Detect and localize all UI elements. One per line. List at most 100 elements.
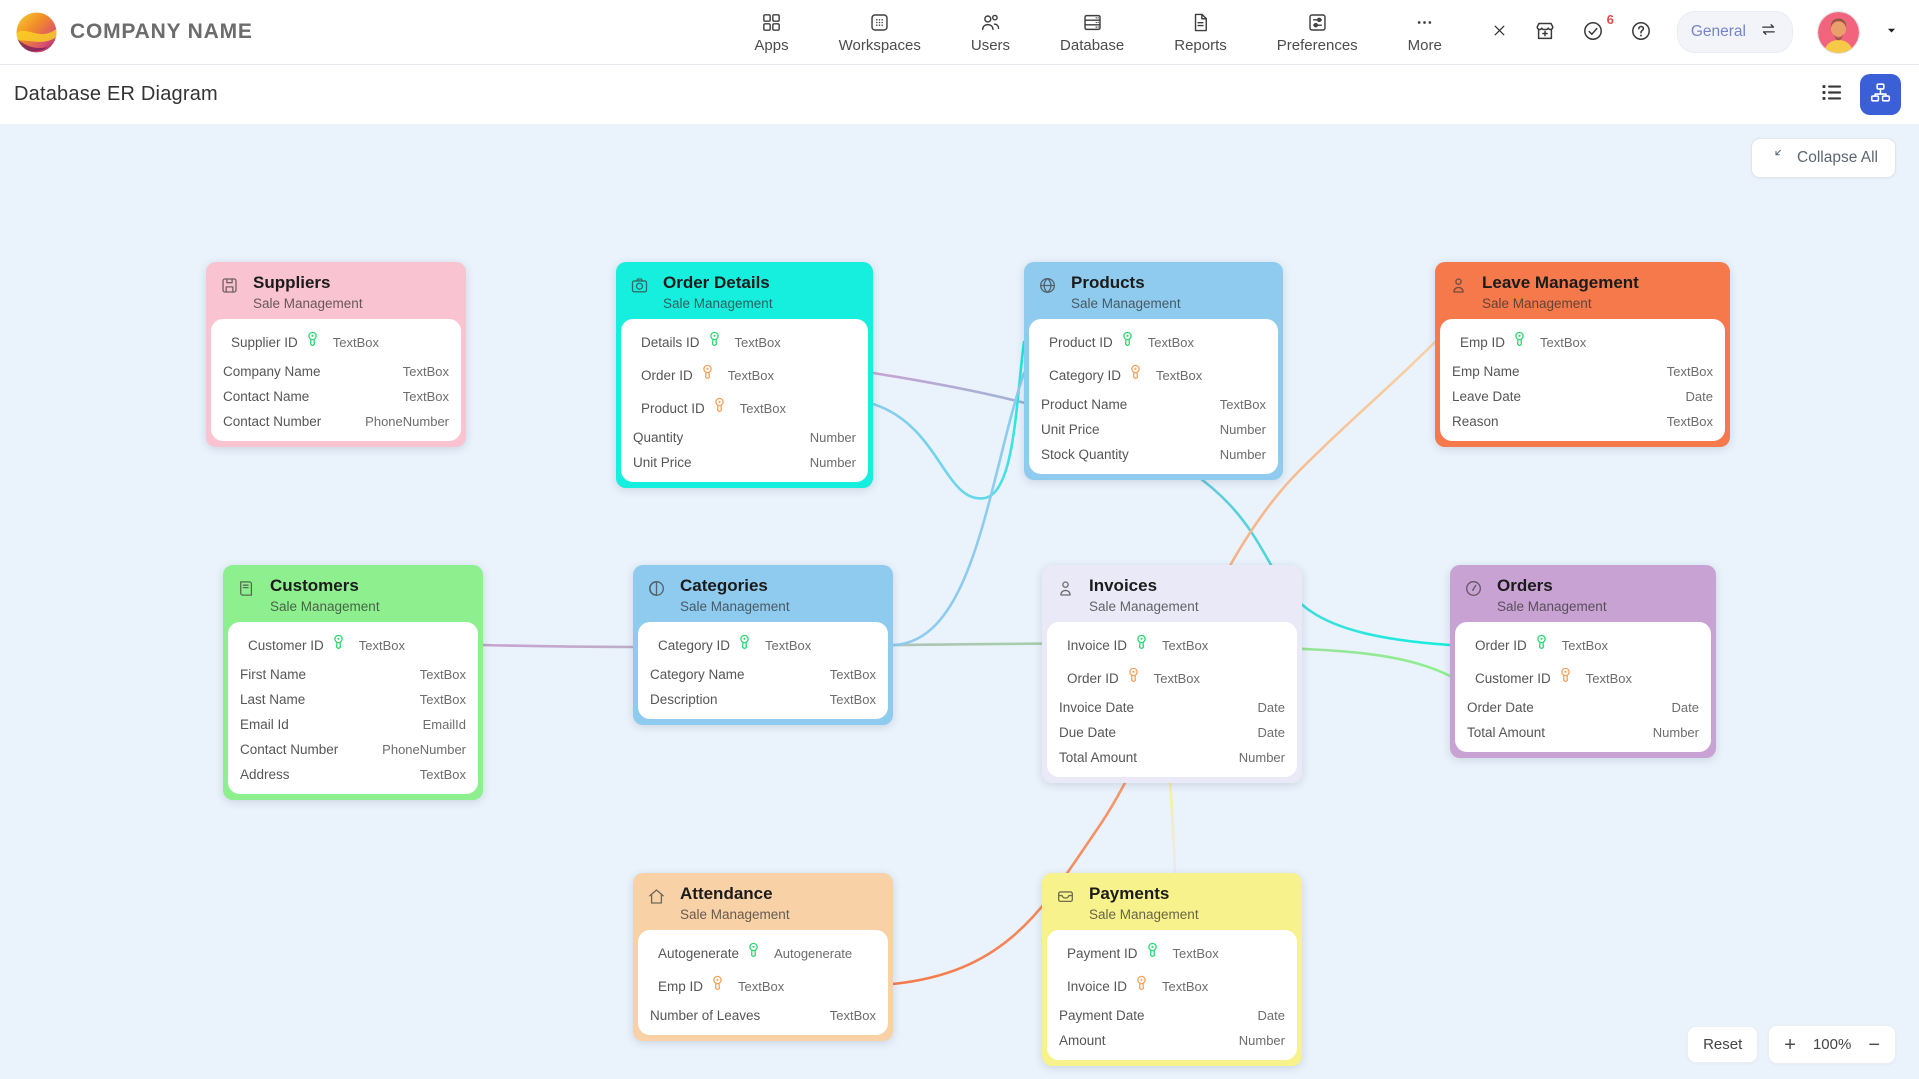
field-row-leave-date: Leave Date Date [1452,384,1713,409]
nav-item-preferences[interactable]: Preferences [1277,11,1358,54]
table-header[interactable]: Leave Management Sale Management [1435,262,1730,319]
table-module: Sale Management [1089,907,1199,922]
user-avatar[interactable] [1817,10,1860,54]
field-label: Unit Price [1041,422,1100,437]
field-label: Company Name [223,364,321,379]
foreign-key-icon [703,975,724,998]
table-title: Categories [680,576,768,595]
field-type: TextBox [734,335,781,350]
field-label: First Name [240,667,307,682]
table-header[interactable]: Payments Sale Management [1042,873,1302,930]
top-navbar: COMPANY NAME Apps Workspaces Users Datab… [0,0,1919,64]
foreign-key-icon [705,397,726,420]
nav-item-users[interactable]: Users [971,11,1010,54]
table-header[interactable]: Products Sale Management [1024,262,1283,319]
workspaces-icon [868,11,891,34]
table-module: Sale Management [1482,296,1592,311]
table-header[interactable]: Customers Sale Management [223,565,483,622]
field-row-order-date: Order Date Date [1467,695,1699,720]
zoom-pill: + 100% − [1768,1025,1896,1064]
nav-item-label: Workspaces [838,36,921,54]
nav-item-more[interactable]: More [1408,11,1442,54]
field-label: Invoice ID [1067,638,1128,653]
list-view-button[interactable] [1818,79,1845,109]
table-card-orders[interactable]: Orders Sale Management Order ID TextBox … [1450,565,1716,758]
nav-item-label: Database [1060,36,1125,54]
contrast-icon [646,578,667,599]
field-row-payment-id: Payment ID TextBox [1067,937,1219,970]
swap-icon [1758,19,1779,45]
field-row-product-id: Product ID TextBox [1049,326,1194,359]
brand[interactable]: COMPANY NAME [16,12,253,53]
field-label: Total Amount [1059,750,1138,765]
field-label: Quantity [633,430,684,445]
table-card-invoices[interactable]: Invoices Sale Management Invoice ID Text… [1042,565,1302,783]
book-icon [236,578,257,599]
field-type: TextBox [738,979,785,994]
table-card-products[interactable]: Products Sale Management Product ID Text… [1024,262,1283,480]
inbox-icon [1055,886,1076,907]
table-card-leave_management[interactable]: Leave Management Sale Management Emp ID … [1435,262,1730,447]
table-module: Sale Management [253,296,363,311]
table-header[interactable]: Invoices Sale Management [1042,565,1302,622]
table-card-attendance[interactable]: Attendance Sale Management Autogenerate … [633,873,893,1041]
company-logo-icon [16,12,57,53]
tasks-button[interactable]: 6 [1581,12,1614,46]
field-type: Date [1257,725,1285,740]
globe-icon [1037,275,1058,296]
field-label: Product ID [641,401,705,416]
table-header[interactable]: Suppliers Sale Management [206,262,466,319]
field-label: Emp Name [1452,364,1520,379]
collapse-all-button[interactable]: Collapse All [1751,138,1896,178]
workspace-switcher[interactable]: General [1676,11,1793,53]
field-row-amount: Amount Number [1059,1028,1285,1053]
table-module: Sale Management [680,599,790,614]
table-title: Products [1071,273,1145,292]
field-label: Category ID [658,638,731,653]
field-type: TextBox [1666,364,1713,379]
nav-item-workspaces[interactable]: Workspaces [839,11,921,54]
zoom-in-button[interactable]: + [1784,1033,1796,1056]
field-label: Autogenerate [658,946,740,961]
table-header[interactable]: Orders Sale Management [1450,565,1716,622]
table-card-payments[interactable]: Payments Sale Management Payment ID Text… [1042,873,1302,1066]
nav-item-reports[interactable]: Reports [1174,11,1227,54]
table-card-suppliers[interactable]: Suppliers Sale Management Supplier ID Te… [206,262,466,447]
table-header[interactable]: Order Details Sale Management [616,262,873,319]
users-icon [979,11,1002,34]
table-card-customers[interactable]: Customers Sale Management Customer ID Te… [223,565,483,800]
primary-key-icon [1113,331,1134,354]
field-type: TextBox [419,667,466,682]
field-row-reason: Reason TextBox [1452,409,1713,434]
help-icon [1629,19,1653,46]
help-button[interactable] [1629,19,1653,46]
diagram-view-button[interactable] [1860,73,1901,115]
field-label: Supplier ID [231,335,298,350]
table-fields: Supplier ID TextBox Company Name TextBox… [211,319,461,441]
table-module: Sale Management [680,907,790,922]
field-label: Invoice ID [1067,979,1128,994]
table-fields: Category ID TextBox Category Name TextBo… [638,622,888,719]
nav-item-database[interactable]: Database [1060,11,1124,54]
zoom-out-button[interactable]: − [1868,1033,1880,1056]
table-header[interactable]: Attendance Sale Management [633,873,893,930]
table-card-categories[interactable]: Categories Sale Management Category ID T… [633,565,893,725]
field-label: Leave Date [1452,389,1522,404]
field-label: Order Date [1467,700,1534,715]
field-type: Date [1671,700,1699,715]
nav-item-label: Reports [1174,36,1227,54]
profile-menu-button[interactable] [1884,23,1899,41]
field-row-total-amount: Total Amount Number [1059,745,1285,770]
field-row-address: Address TextBox [240,762,466,787]
primary-key-icon [739,942,760,965]
field-type: TextBox [1153,671,1201,686]
marketplace-button[interactable] [1533,19,1557,46]
close-button[interactable] [1490,21,1509,43]
table-card-order_details[interactable]: Order Details Sale Management Details ID… [616,262,873,488]
edge-invoices-payments [1168,778,1177,875]
foreign-key-icon [1119,667,1140,690]
reset-button[interactable]: Reset [1687,1026,1759,1063]
field-label: Order ID [1475,638,1527,653]
nav-item-apps[interactable]: Apps [754,11,789,54]
table-header[interactable]: Categories Sale Management [633,565,893,622]
